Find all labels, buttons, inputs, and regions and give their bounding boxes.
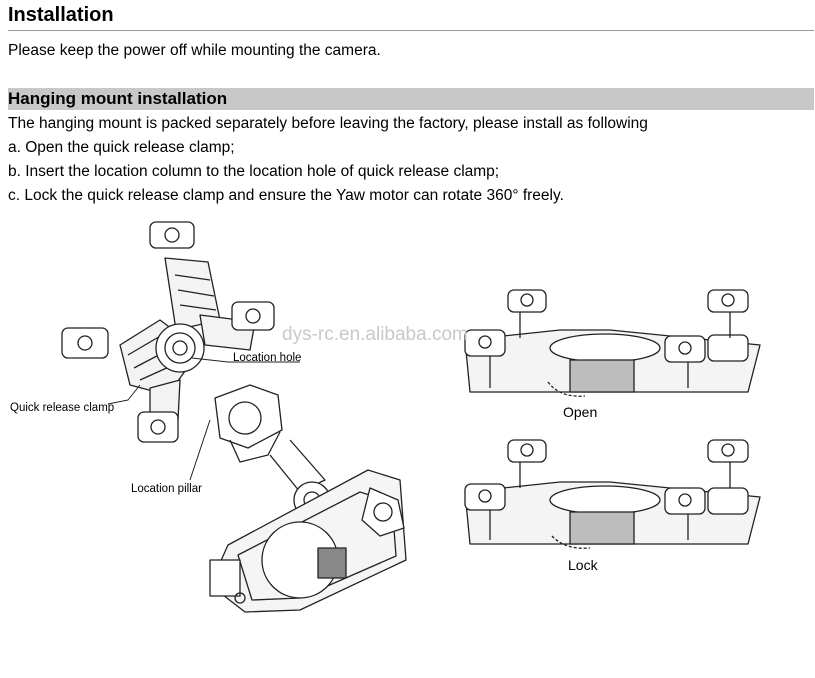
watermark-text: dys-rc.en.alibaba.com [282, 324, 468, 345]
step-a: a. Open the quick release clamp; [8, 139, 235, 156]
caption-lock: Lock [568, 557, 598, 573]
section-title: Hanging mount installation [8, 89, 228, 108]
page-title: Installation [8, 4, 114, 26]
section-header-band: Hanging mount installation [8, 88, 814, 110]
title-divider [8, 30, 814, 31]
section-lead: The hanging mount is packed separately b… [8, 115, 648, 132]
intro-text: Please keep the power off while mounting… [8, 42, 381, 59]
step-b: b. Insert the location column to the loc… [8, 163, 500, 180]
label-location-pillar: Location pillar [131, 483, 202, 495]
label-location-hole: Location hole [233, 352, 302, 364]
label-quick-release-clamp: Quick release clamp [10, 402, 115, 414]
step-c: c. Lock the quick release clamp and ensu… [8, 187, 564, 204]
caption-open: Open [563, 404, 598, 420]
